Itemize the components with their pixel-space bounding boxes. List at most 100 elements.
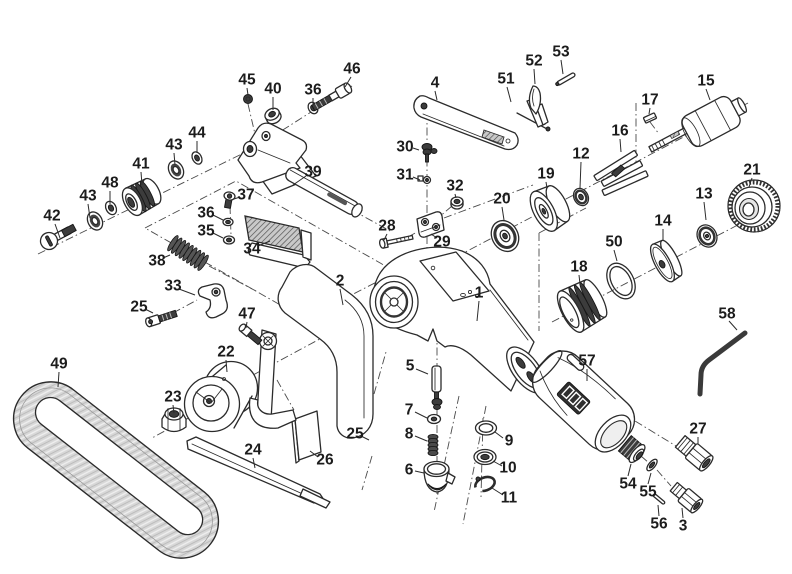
- leader-line-41: [140, 171, 143, 186]
- leader-line-2: [339, 288, 344, 306]
- part-7-washer: [426, 413, 442, 425]
- part-label-14: 14: [654, 213, 672, 230]
- part-23-lock-nut: [161, 407, 187, 433]
- part-55-washer: [646, 458, 658, 472]
- part-label-30: 30: [396, 139, 413, 156]
- part-10-cup-washer: [473, 448, 497, 466]
- part-label-45: 45: [238, 72, 256, 89]
- leader-line-11: [491, 487, 504, 496]
- part-label-4: 4: [431, 75, 440, 92]
- part-label-40: 40: [264, 81, 281, 98]
- leader-line-7: [414, 411, 428, 419]
- part-14-flange-disc: [649, 239, 683, 283]
- leader-line-56: [657, 504, 660, 517]
- part-label-19: 19: [537, 166, 555, 183]
- part-label-29: 29: [433, 234, 451, 251]
- part-label-5: 5: [406, 358, 415, 375]
- part-26-wear-pad: [291, 410, 322, 464]
- leader-line-3: [681, 507, 684, 519]
- part-label-21: 21: [743, 162, 761, 179]
- part-label-48: 48: [101, 175, 119, 192]
- part-15-cylinder: [681, 95, 748, 148]
- part-label-10: 10: [499, 460, 516, 477]
- part-label-17: 17: [641, 92, 658, 109]
- leader-line-43: [173, 152, 176, 166]
- leader-line-37: [233, 196, 241, 200]
- leader-line-24: [252, 457, 256, 469]
- part-label-18: 18: [570, 259, 588, 276]
- part-label-37: 37: [237, 187, 254, 204]
- part-label-35: 35: [197, 223, 215, 240]
- leader-line-36: [212, 214, 224, 221]
- leader-line-58: [728, 320, 738, 331]
- leader-line-12: [579, 161, 582, 189]
- leader-line-53: [560, 59, 564, 75]
- part-52-keeper: [528, 85, 542, 115]
- leader-line-25: [144, 308, 154, 314]
- part-label-54: 54: [619, 476, 637, 493]
- part-1-housing: [369, 246, 546, 394]
- leader-line-32: [454, 193, 457, 199]
- part-46-bolt: [311, 82, 353, 112]
- part-39-arm-bracket: [237, 122, 363, 218]
- part-label-57: 57: [578, 353, 595, 370]
- leader-line-43: [87, 203, 91, 219]
- part-5-pin: [431, 365, 443, 410]
- leader-line-31: [412, 176, 421, 181]
- part-50-o-ring: [606, 262, 636, 300]
- leader-line-18: [578, 274, 581, 285]
- part-6-valve-cup: [423, 460, 456, 493]
- part-33-tensioner-clip: [197, 283, 228, 319]
- part-label-12: 12: [572, 146, 589, 163]
- leader-line-10: [492, 460, 503, 467]
- part-label-38: 38: [148, 253, 166, 270]
- leader-line-19: [545, 181, 548, 189]
- part-label-25: 25: [130, 299, 148, 316]
- part-38-tension-spring: [167, 235, 209, 271]
- part-16-rotor-vanes: [593, 149, 649, 196]
- part-36-washer-mid: [222, 217, 234, 227]
- part-label-36: 36: [304, 82, 322, 99]
- leader-line-25: [360, 435, 370, 441]
- part-17-key: [642, 112, 658, 124]
- part-9-washer: [474, 420, 498, 436]
- part-label-1: 1: [475, 285, 484, 302]
- part-25-socket-screw-left: [145, 309, 178, 328]
- part-49-sanding-belt: [12, 381, 220, 559]
- leader-line-6: [414, 470, 425, 474]
- leader-line-4: [434, 90, 438, 101]
- part-label-8: 8: [405, 426, 414, 443]
- leader-line-39: [292, 175, 307, 186]
- part-41-idler-pulley: [121, 177, 162, 217]
- part-47-screw: [238, 323, 263, 346]
- part-57-grip: [531, 350, 636, 453]
- part-label-42: 42: [43, 208, 60, 225]
- part-label-13: 13: [695, 186, 713, 203]
- part-20-bearing: [490, 219, 520, 253]
- part-label-46: 46: [343, 61, 361, 78]
- part-42-shoulder-screw: [39, 223, 77, 251]
- part-45-nut: [243, 94, 253, 104]
- part-58-hex-key: [697, 330, 748, 397]
- part-label-52: 52: [525, 53, 542, 70]
- part-label-44: 44: [188, 125, 206, 142]
- part-53-pin: [555, 72, 576, 87]
- part-22-drive-pulley: [183, 360, 259, 433]
- leader-line-45: [246, 87, 249, 96]
- part-3-inlet-fitting: [669, 481, 704, 514]
- part-label-43: 43: [165, 137, 183, 154]
- leader-line-47: [245, 321, 248, 329]
- part-label-51: 51: [497, 71, 515, 88]
- leader-line-42: [54, 223, 61, 239]
- part-label-34: 34: [243, 241, 261, 258]
- part-44-spacer: [191, 151, 203, 165]
- part-label-50: 50: [605, 234, 622, 251]
- part-40-nut: [264, 107, 282, 125]
- leader-line-13: [703, 201, 707, 221]
- part-34-platen-pad: [244, 215, 312, 269]
- leader-line-17: [648, 107, 651, 115]
- leader-line-8: [414, 435, 428, 442]
- part-19-end-plate: [529, 185, 571, 232]
- leader-line-16: [619, 138, 622, 153]
